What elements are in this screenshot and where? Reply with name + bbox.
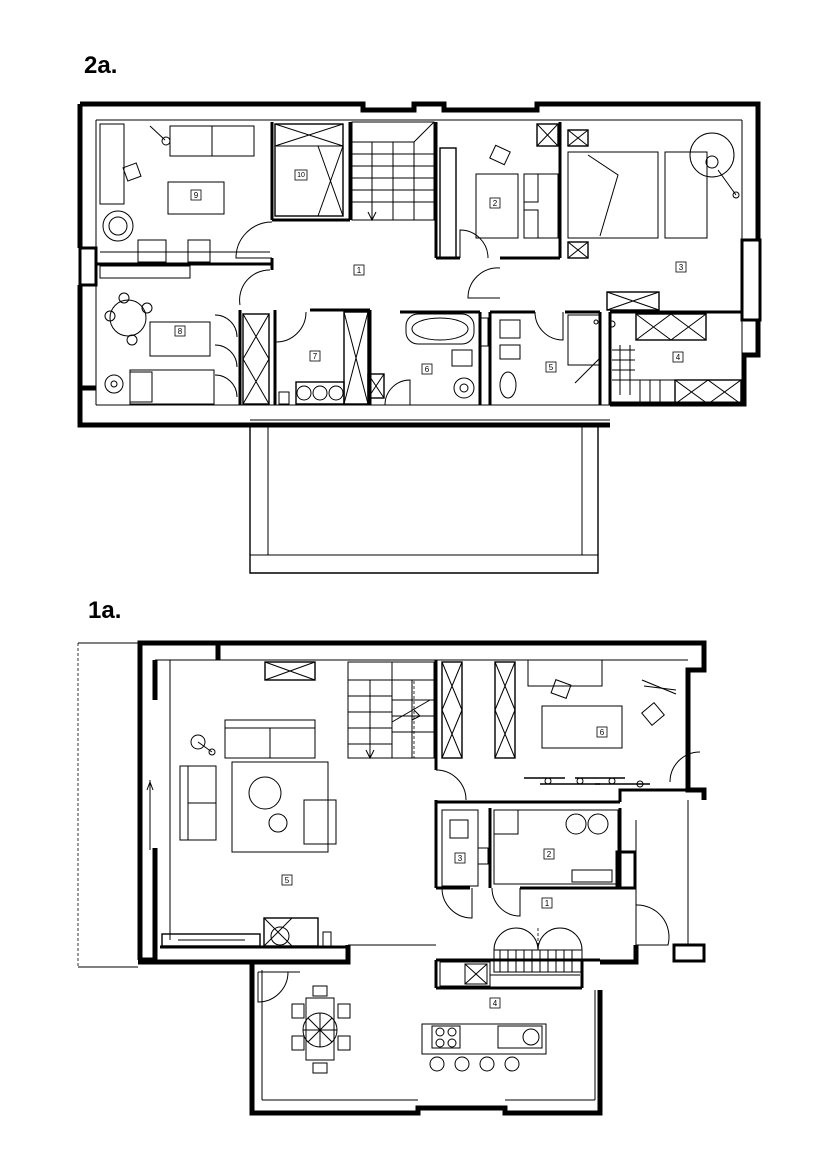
svg-text:5: 5	[285, 876, 290, 885]
ground-floor-title: 1a.	[88, 597, 122, 624]
upper-doors	[214, 221, 601, 406]
upper-room-label-3: 3	[675, 261, 687, 273]
svg-text:4: 4	[493, 999, 498, 1008]
upper-room-label-5: 5	[545, 361, 557, 373]
upper-floor-title: 2a.	[84, 52, 118, 79]
upper-room-label-2: 2	[489, 197, 501, 209]
upper-furniture	[99, 123, 740, 405]
svg-text:3: 3	[679, 263, 684, 272]
ground-room-label-1: 1	[541, 897, 553, 909]
ground-wardrobes	[161, 661, 516, 947]
svg-text:1: 1	[357, 266, 362, 275]
upper-room-label-8: 8	[174, 325, 186, 337]
upper-wardrobes	[242, 123, 742, 405]
ground-floor-plan: 1 2 3 4 5 6	[77, 640, 707, 1116]
bicycles	[524, 777, 650, 788]
upper-room-label-10: 10	[294, 169, 308, 181]
upper-balcony	[249, 419, 610, 574]
svg-text:8: 8	[178, 327, 183, 336]
svg-text:1: 1	[545, 899, 550, 908]
svg-text:5: 5	[549, 363, 554, 372]
ground-staircase	[347, 661, 435, 760]
upper-bathrooms	[278, 313, 616, 405]
ground-furniture	[146, 659, 677, 1074]
svg-text:2: 2	[493, 199, 498, 208]
svg-text:6: 6	[425, 365, 430, 374]
upper-room-label-9: 9	[190, 189, 202, 201]
ground-room-label-4: 4	[489, 997, 501, 1009]
upper-exterior-walls	[77, 101, 762, 428]
upper-room-label-7: 7	[309, 350, 321, 362]
upper-interior-walls	[96, 122, 742, 405]
svg-text:7: 7	[313, 352, 318, 361]
svg-text:3: 3	[458, 854, 463, 863]
svg-text:9: 9	[194, 191, 199, 200]
ground-room-label-6: 6	[596, 726, 608, 738]
svg-text:4: 4	[676, 353, 681, 362]
ground-interior-walls	[160, 660, 688, 990]
upper-staircase	[351, 121, 435, 222]
upper-room-label-4: 4	[672, 351, 684, 363]
upper-room-label-6: 6	[421, 363, 433, 375]
storage-shelves	[612, 345, 675, 404]
ground-room-label-2: 2	[543, 848, 555, 860]
ground-room-label-5: 5	[281, 874, 293, 886]
ground-exterior-walls	[77, 640, 707, 1116]
svg-text:6: 6	[600, 728, 605, 737]
svg-text:2: 2	[547, 850, 552, 859]
upper-room-label-1: 1	[353, 264, 365, 276]
ground-room-label-3: 3	[454, 852, 466, 864]
upper-floor-plan: 1 2 3 4 5 6 7 8 9 10	[77, 101, 762, 574]
ground-doors	[257, 751, 701, 1003]
svg-text:10: 10	[297, 172, 305, 179]
